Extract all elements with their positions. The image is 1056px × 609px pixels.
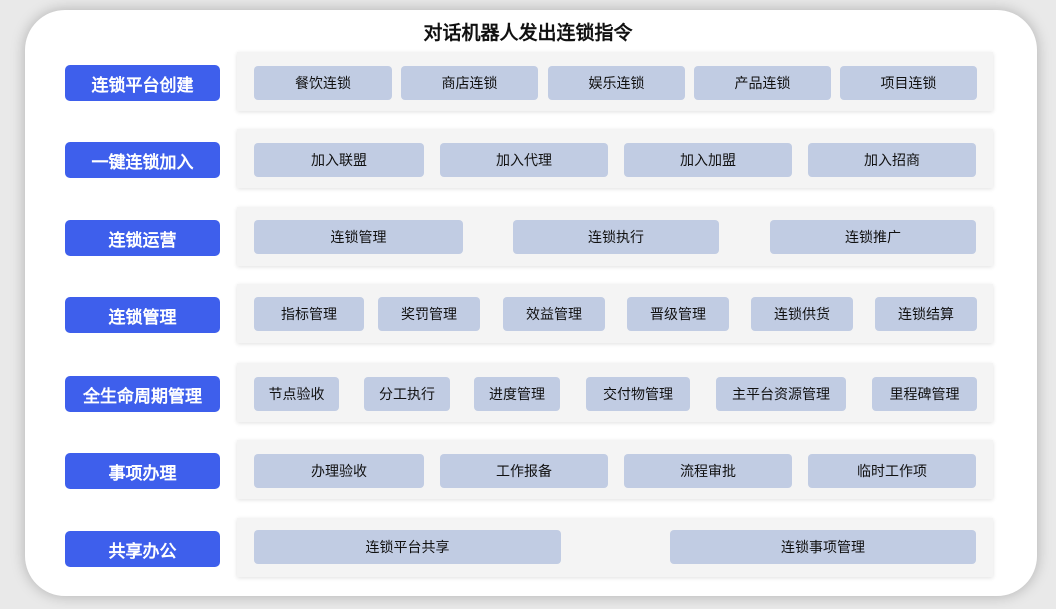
category-label: 连锁运营	[65, 220, 220, 256]
item-chip[interactable]: 餐饮连锁	[254, 66, 392, 100]
item-chip[interactable]: 加入招商	[808, 143, 976, 177]
item-chip[interactable]: 加入代理	[440, 143, 608, 177]
item-chip[interactable]: 加入加盟	[624, 143, 792, 177]
category-label: 连锁平台创建	[65, 65, 220, 101]
item-chip[interactable]: 分工执行	[364, 377, 450, 411]
page-title: 对话机器人发出连锁指令	[423, 22, 633, 44]
category-label: 事项办理	[65, 453, 220, 489]
item-chip[interactable]: 连锁供货	[751, 297, 853, 331]
item-chip[interactable]: 奖罚管理	[378, 297, 480, 331]
item-chip[interactable]: 娱乐连锁	[548, 66, 685, 100]
category-label: 全生命周期管理	[65, 376, 220, 412]
item-chip[interactable]: 连锁管理	[254, 220, 463, 254]
item-chip[interactable]: 连锁推广	[770, 220, 976, 254]
item-chip[interactable]: 指标管理	[254, 297, 364, 331]
item-chip[interactable]: 节点验收	[254, 377, 339, 411]
item-chip[interactable]: 连锁平台共享	[254, 530, 561, 564]
item-chip[interactable]: 连锁执行	[513, 220, 719, 254]
item-chip[interactable]: 效益管理	[503, 297, 605, 331]
item-chip[interactable]: 连锁结算	[875, 297, 977, 331]
item-chip[interactable]: 加入联盟	[254, 143, 424, 177]
item-chip[interactable]: 进度管理	[474, 377, 560, 411]
item-chip[interactable]: 交付物管理	[586, 377, 690, 411]
item-chip[interactable]: 连锁事项管理	[670, 530, 976, 564]
item-chip[interactable]: 流程审批	[624, 454, 792, 488]
category-label: 共享办公	[65, 531, 220, 567]
item-chip[interactable]: 商店连锁	[401, 66, 538, 100]
item-chip[interactable]: 晋级管理	[627, 297, 729, 331]
item-chip[interactable]: 主平台资源管理	[716, 377, 846, 411]
item-chip[interactable]: 办理验收	[254, 454, 424, 488]
item-chip[interactable]: 临时工作项	[808, 454, 976, 488]
category-label: 一键连锁加入	[65, 142, 220, 178]
item-chip[interactable]: 里程碑管理	[872, 377, 977, 411]
item-chip[interactable]: 工作报备	[440, 454, 608, 488]
item-chip[interactable]: 产品连锁	[694, 66, 831, 100]
item-chip[interactable]: 项目连锁	[840, 66, 977, 100]
category-label: 连锁管理	[65, 297, 220, 333]
